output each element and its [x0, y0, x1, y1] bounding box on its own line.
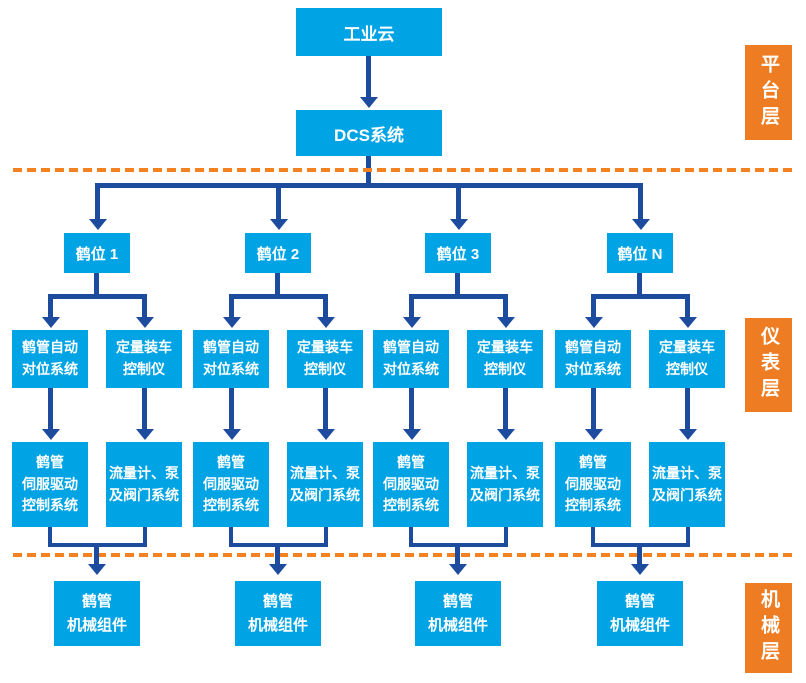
arrow-down-icon	[685, 294, 690, 317]
arrow-down-icon	[503, 388, 508, 429]
mechanical-components-node: 鹤管 机械组件	[235, 581, 321, 646]
merge-line	[409, 527, 413, 547]
arrow-down-icon	[409, 388, 414, 429]
dcs-system-node: DCS系统	[296, 110, 442, 156]
mechanical-components-node: 鹤管 机械组件	[597, 581, 683, 646]
station-node: 鹤位 1	[64, 233, 130, 273]
branch-line	[48, 294, 147, 299]
auto-align-node: 鹤管自动 对位系统	[555, 330, 631, 388]
branch-line	[229, 294, 328, 299]
station-node: 鹤位 N	[607, 233, 673, 273]
auto-align-node: 鹤管自动 对位系统	[193, 330, 269, 388]
merge-line	[686, 527, 690, 547]
station-group-3: 鹤位 3 鹤管自动 对位系统 定量装车 控制仪 鹤管 伺服驱动 控制系统 流量计…	[367, 233, 549, 647]
station-group-2: 鹤位 2 鹤管自动 对位系统 定量装车 控制仪 鹤管 伺服驱动 控制系统 流量计…	[187, 233, 369, 647]
merge-line	[324, 527, 328, 547]
station-node: 鹤位 2	[245, 233, 311, 273]
loading-controller-node: 定量装车 控制仪	[649, 330, 725, 388]
auto-align-node: 鹤管自动 对位系统	[373, 330, 449, 388]
arrow-down-icon	[366, 56, 371, 97]
connector-line	[94, 273, 99, 299]
connector-line	[637, 273, 642, 299]
arrow-down-icon	[637, 543, 642, 564]
connector-line	[455, 273, 460, 299]
arrow-down-icon	[276, 183, 281, 219]
loading-controller-node: 定量装车 控制仪	[287, 330, 363, 388]
arrow-down-icon	[638, 183, 643, 219]
mechanical-components-node: 鹤管 机械组件	[415, 581, 501, 646]
merge-line	[48, 527, 52, 547]
arrow-down-icon	[409, 294, 414, 317]
flow-pump-valve-node: 流量计、泵 及阀门系统	[106, 442, 182, 527]
loading-controller-node: 定量装车 控制仪	[106, 330, 182, 388]
servo-drive-node: 鹤管 伺服驱动 控制系统	[373, 442, 449, 527]
arrow-down-icon	[503, 294, 508, 317]
arrow-down-icon	[591, 294, 596, 317]
merge-line	[143, 527, 147, 547]
arrow-down-icon	[275, 543, 280, 564]
merge-line	[504, 527, 508, 547]
arrow-down-icon	[456, 183, 461, 219]
arrow-down-icon	[323, 388, 328, 429]
branch-line	[591, 294, 690, 299]
flow-pump-valve-node: 流量计、泵 及阀门系统	[467, 442, 543, 527]
industrial-cloud-node: 工业云	[296, 8, 442, 56]
platform-instrument-separator	[13, 168, 795, 172]
connector-line	[275, 273, 280, 299]
loading-controller-node: 定量装车 控制仪	[467, 330, 543, 388]
connector-line	[366, 156, 371, 188]
layer-label-instrument: 仪表层	[745, 318, 792, 412]
layer-label-text: 仪表层	[758, 326, 779, 404]
layer-label-mechanical: 机械层	[745, 583, 792, 673]
servo-drive-node: 鹤管 伺服驱动 控制系统	[193, 442, 269, 527]
station-group-1: 鹤位 1 鹤管自动 对位系统 定量装车 控制仪 鹤管 伺服驱动 控制系统 流量计…	[6, 233, 188, 647]
arrow-down-icon	[94, 543, 99, 564]
branch-line	[409, 294, 508, 299]
arrow-down-icon	[323, 294, 328, 317]
layer-label-platform: 平台层	[745, 45, 792, 140]
servo-drive-node: 鹤管 伺服驱动 控制系统	[12, 442, 88, 527]
distribution-line	[95, 183, 643, 188]
flow-pump-valve-node: 流量计、泵 及阀门系统	[287, 442, 363, 527]
layer-label-text: 平台层	[758, 53, 779, 132]
arrow-down-icon	[685, 388, 690, 429]
station-group-n: 鹤位 N 鹤管自动 对位系统 定量装车 控制仪 鹤管 伺服驱动 控制系统 流量计…	[549, 233, 731, 647]
merge-line	[591, 527, 595, 547]
merge-line	[229, 527, 233, 547]
station-node: 鹤位 3	[425, 233, 491, 273]
flow-pump-valve-node: 流量计、泵 及阀门系统	[649, 442, 725, 527]
instrument-mechanical-separator	[13, 553, 795, 557]
auto-align-node: 鹤管自动 对位系统	[12, 330, 88, 388]
arrow-down-icon	[142, 388, 147, 429]
arrow-down-icon	[95, 183, 100, 219]
arrow-down-icon	[591, 388, 596, 429]
layer-label-text: 机械层	[758, 589, 779, 667]
arrow-down-icon	[229, 294, 234, 317]
arrow-down-icon	[48, 388, 53, 429]
arrow-down-icon	[48, 294, 53, 317]
arrow-down-icon	[455, 543, 460, 564]
arrow-down-icon	[229, 388, 234, 429]
servo-drive-node: 鹤管 伺服驱动 控制系统	[555, 442, 631, 527]
arrow-down-icon	[142, 294, 147, 317]
mechanical-components-node: 鹤管 机械组件	[54, 581, 140, 646]
